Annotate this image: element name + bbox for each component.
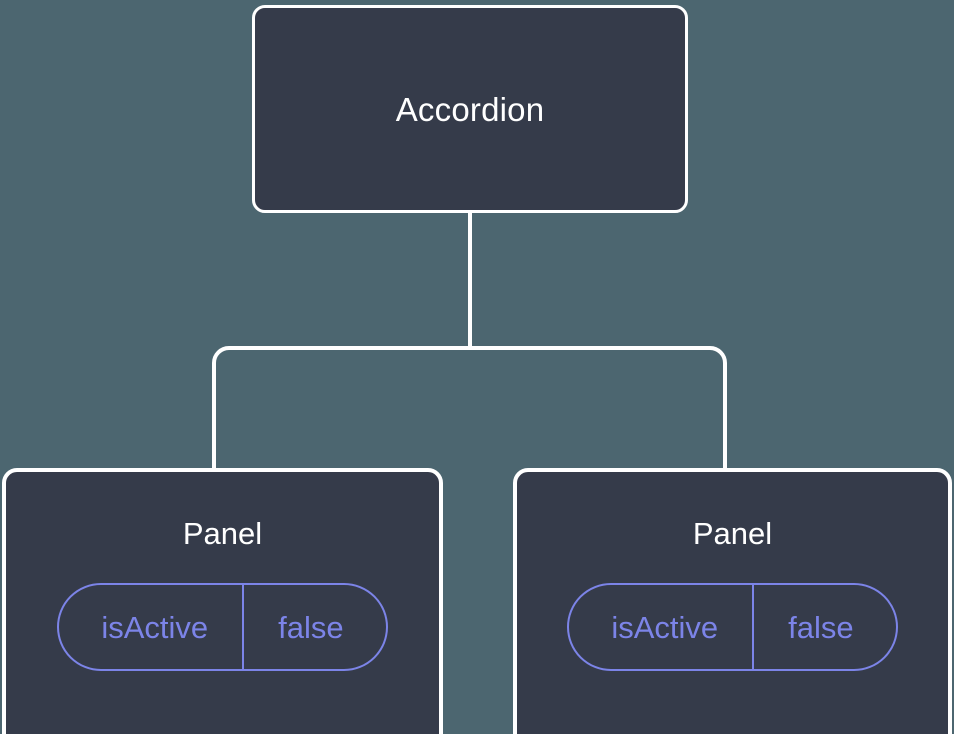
state-key-panel-1: isActive bbox=[59, 585, 245, 669]
state-value-panel-2: false bbox=[788, 609, 854, 645]
node-accordion[interactable]: Accordion bbox=[252, 5, 688, 213]
state-badge-panel-2[interactable]: isActive false bbox=[567, 583, 898, 671]
state-key-panel-2: isActive bbox=[569, 585, 755, 669]
edge-root-to-panel-right bbox=[470, 346, 727, 470]
node-panel-2[interactable]: Panel isActive false bbox=[513, 468, 952, 734]
state-value-panel-1: false bbox=[278, 609, 344, 645]
node-panel-1-title: Panel bbox=[182, 516, 263, 551]
node-accordion-title: Accordion bbox=[395, 90, 545, 128]
node-panel-2-title: Panel bbox=[692, 516, 773, 551]
state-badge-panel-1[interactable]: isActive false bbox=[57, 583, 388, 671]
node-panel-1[interactable]: Panel isActive false bbox=[2, 468, 443, 734]
edge-root-to-panel-left bbox=[212, 346, 470, 470]
